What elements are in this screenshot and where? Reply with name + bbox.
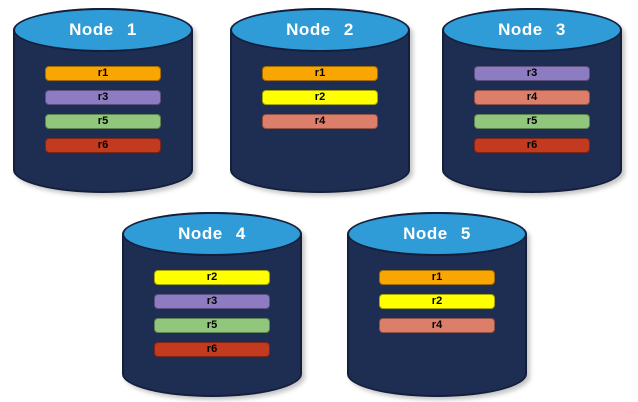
node-2-replica-list: r1 r2 r4 bbox=[230, 66, 410, 129]
node-3-replica-bar-r3: r3 bbox=[474, 66, 590, 81]
node-4-replica-bar-r2: r2 bbox=[154, 270, 270, 285]
node-1-replica-bar-r5: r5 bbox=[45, 114, 161, 129]
node-2-cylinder-top: Node 2 bbox=[230, 8, 410, 52]
node-3-title: Node 3 bbox=[498, 20, 566, 39]
node-1-title: Node 1 bbox=[69, 20, 137, 39]
node-2-replica-bar-r1: r1 bbox=[262, 66, 378, 81]
node-2-title: Node 2 bbox=[286, 20, 354, 39]
node-4-title: Node 4 bbox=[178, 224, 246, 243]
node-3-cylinder-top: Node 3 bbox=[442, 8, 622, 52]
node-3: Node 3 r3 r4 r5 r6 bbox=[442, 8, 622, 193]
node-1-replica-list: r1 r3 r5 r6 bbox=[13, 66, 193, 153]
node-5-replica-bar-r4: r4 bbox=[379, 318, 495, 333]
node-3-replica-list: r3 r4 r5 r6 bbox=[442, 66, 622, 153]
node-4-cylinder-top: Node 4 bbox=[122, 212, 302, 256]
node-1: Node 1 r1 r3 r5 r6 bbox=[13, 8, 193, 193]
node-4-replica-bar-r5: r5 bbox=[154, 318, 270, 333]
node-2-replica-bar-r2: r2 bbox=[262, 90, 378, 105]
node-5-cylinder-top: Node 5 bbox=[347, 212, 527, 256]
node-3-replica-bar-r5: r5 bbox=[474, 114, 590, 129]
node-4-replica-list: r2 r3 r5 r6 bbox=[122, 270, 302, 357]
node-1-cylinder-top: Node 1 bbox=[13, 8, 193, 52]
node-4-replica-bar-r3: r3 bbox=[154, 294, 270, 309]
node-3-replica-bar-r6: r6 bbox=[474, 138, 590, 153]
node-1-replica-bar-r1: r1 bbox=[45, 66, 161, 81]
node-1-replica-bar-r6: r6 bbox=[45, 138, 161, 153]
node-3-replica-bar-r4: r4 bbox=[474, 90, 590, 105]
node-5-replica-list: r1 r2 r4 bbox=[347, 270, 527, 333]
node-2: Node 2 r1 r2 r4 bbox=[230, 8, 410, 193]
node-4-replica-bar-r6: r6 bbox=[154, 342, 270, 357]
node-2-replica-bar-r4: r4 bbox=[262, 114, 378, 129]
node-5: Node 5 r1 r2 r4 bbox=[347, 212, 527, 397]
node-4: Node 4 r2 r3 r5 r6 bbox=[122, 212, 302, 397]
node-5-replica-bar-r1: r1 bbox=[379, 270, 495, 285]
node-5-title: Node 5 bbox=[403, 224, 471, 243]
node-5-replica-bar-r2: r2 bbox=[379, 294, 495, 309]
node-1-replica-bar-r3: r3 bbox=[45, 90, 161, 105]
